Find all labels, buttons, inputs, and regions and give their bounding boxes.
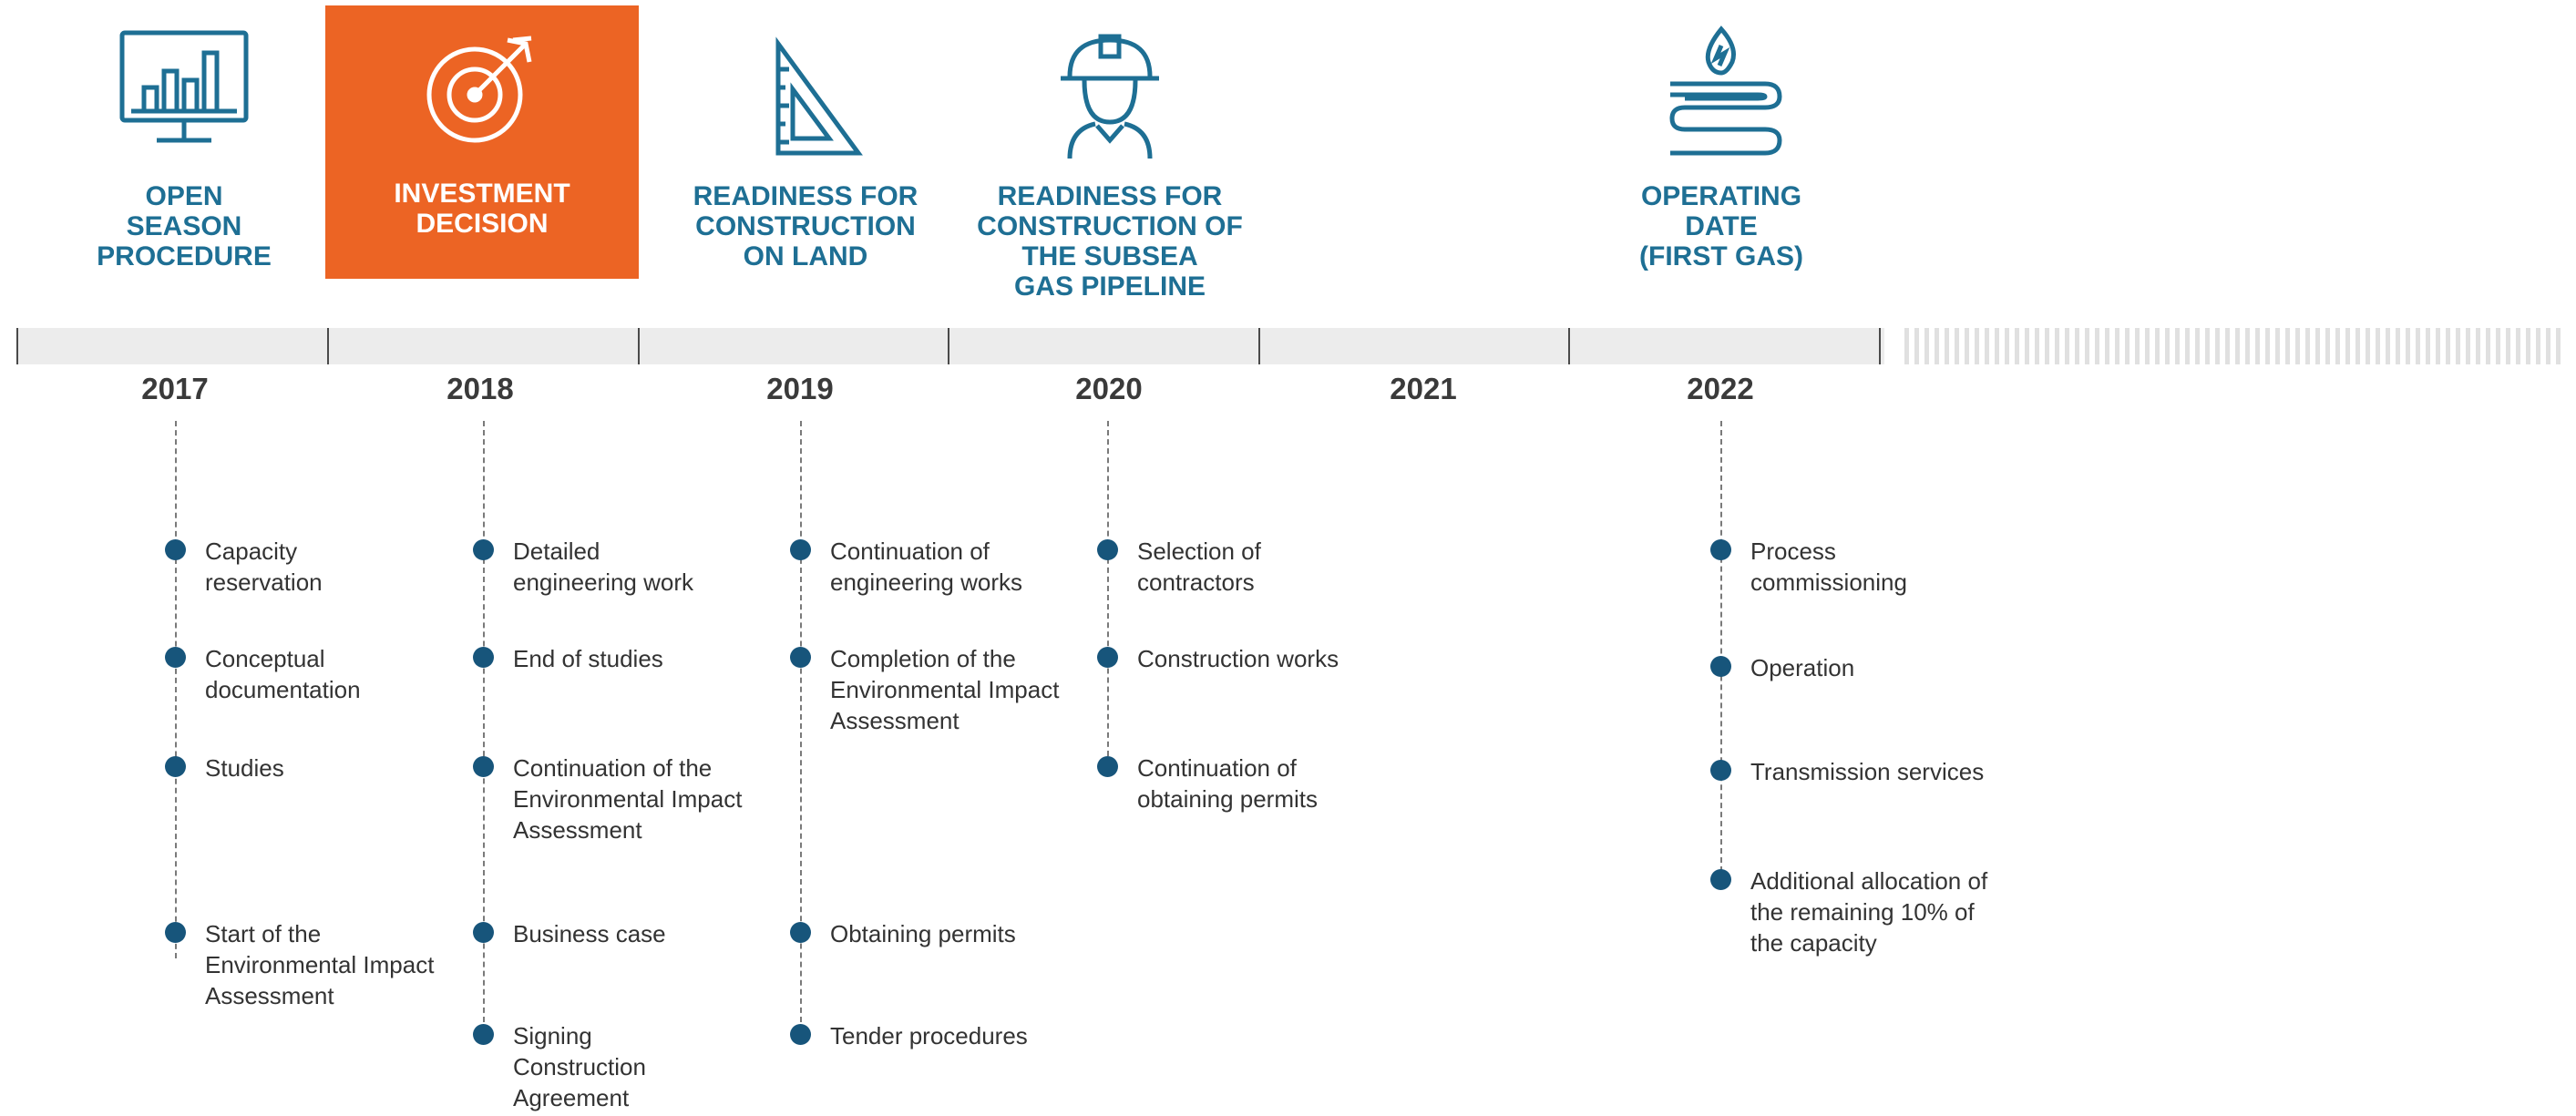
milestone-readiness-land: READINESS FOR CONSTRUCTION ON LAND bbox=[649, 5, 962, 279]
timeline-connector bbox=[175, 421, 177, 958]
year-label: 2020 bbox=[1075, 372, 1143, 405]
gas-flame-pipeline-icon bbox=[1565, 24, 1878, 169]
timeline-tick bbox=[1879, 328, 1881, 364]
year-label: 2017 bbox=[141, 372, 209, 405]
bullet-dot bbox=[790, 647, 811, 668]
bullet-dot bbox=[790, 539, 811, 560]
milestone-label: OPEN SEASON PROCEDURE bbox=[97, 181, 272, 271]
bullet-dot bbox=[473, 922, 494, 943]
bullet-dot bbox=[473, 756, 494, 777]
bullet-dot bbox=[165, 539, 186, 560]
target-arrow-icon bbox=[325, 24, 639, 169]
bullet-dot bbox=[473, 539, 494, 560]
milestone-operating-date: OPERATING DATE (FIRST GAS) bbox=[1565, 5, 1878, 279]
milestone-label: INVESTMENT DECISION bbox=[394, 179, 570, 239]
timeline-connector bbox=[1720, 421, 1722, 881]
timeline-connector bbox=[483, 421, 485, 1031]
bullet-dot bbox=[1097, 647, 1118, 668]
timeline-connector bbox=[1107, 421, 1109, 765]
timeline-connector bbox=[800, 421, 802, 1031]
timeline-tick bbox=[1258, 328, 1260, 364]
worker-helmet-icon bbox=[953, 24, 1267, 169]
timeline-tick bbox=[948, 328, 949, 364]
bullet-dot bbox=[165, 756, 186, 777]
bullet-dot bbox=[790, 1024, 811, 1045]
timeline-tick bbox=[327, 328, 329, 364]
bullet-dot bbox=[1710, 656, 1731, 677]
timeline-tick bbox=[16, 328, 18, 364]
bullet-dot bbox=[1710, 539, 1731, 560]
year-label: 2021 bbox=[1390, 372, 1457, 405]
timeline-tick bbox=[1568, 328, 1570, 364]
bullet-dot bbox=[165, 922, 186, 943]
timeline-future-hatch bbox=[1904, 328, 2561, 364]
milestone-label: OPERATING DATE (FIRST GAS) bbox=[1639, 181, 1803, 271]
set-square-icon bbox=[649, 24, 962, 169]
bullet-dot bbox=[1710, 869, 1731, 890]
milestone-investment-decision: INVESTMENT DECISION bbox=[325, 5, 639, 279]
bullet-dot bbox=[165, 647, 186, 668]
bullet-dot bbox=[1097, 756, 1118, 777]
milestone-label: READINESS FOR CONSTRUCTION OF THE SUBSEA… bbox=[977, 181, 1243, 302]
bullet-dot bbox=[790, 922, 811, 943]
year-label: 2019 bbox=[766, 372, 834, 405]
timeline-track bbox=[16, 328, 1884, 364]
milestone-open-season: OPEN SEASON PROCEDURE bbox=[27, 5, 341, 279]
year-label: 2022 bbox=[1687, 372, 1754, 405]
milestone-readiness-subsea: READINESS FOR CONSTRUCTION OF THE SUBSEA… bbox=[953, 5, 1267, 302]
monitor-chart-icon bbox=[27, 24, 341, 169]
bullet-dot bbox=[473, 1024, 494, 1045]
bullet-dot bbox=[1710, 760, 1731, 781]
bullet-dot bbox=[473, 647, 494, 668]
milestone-label: READINESS FOR CONSTRUCTION ON LAND bbox=[693, 181, 919, 271]
timeline-tick bbox=[638, 328, 640, 364]
bullet-dot bbox=[1097, 539, 1118, 560]
year-label: 2018 bbox=[446, 372, 514, 405]
